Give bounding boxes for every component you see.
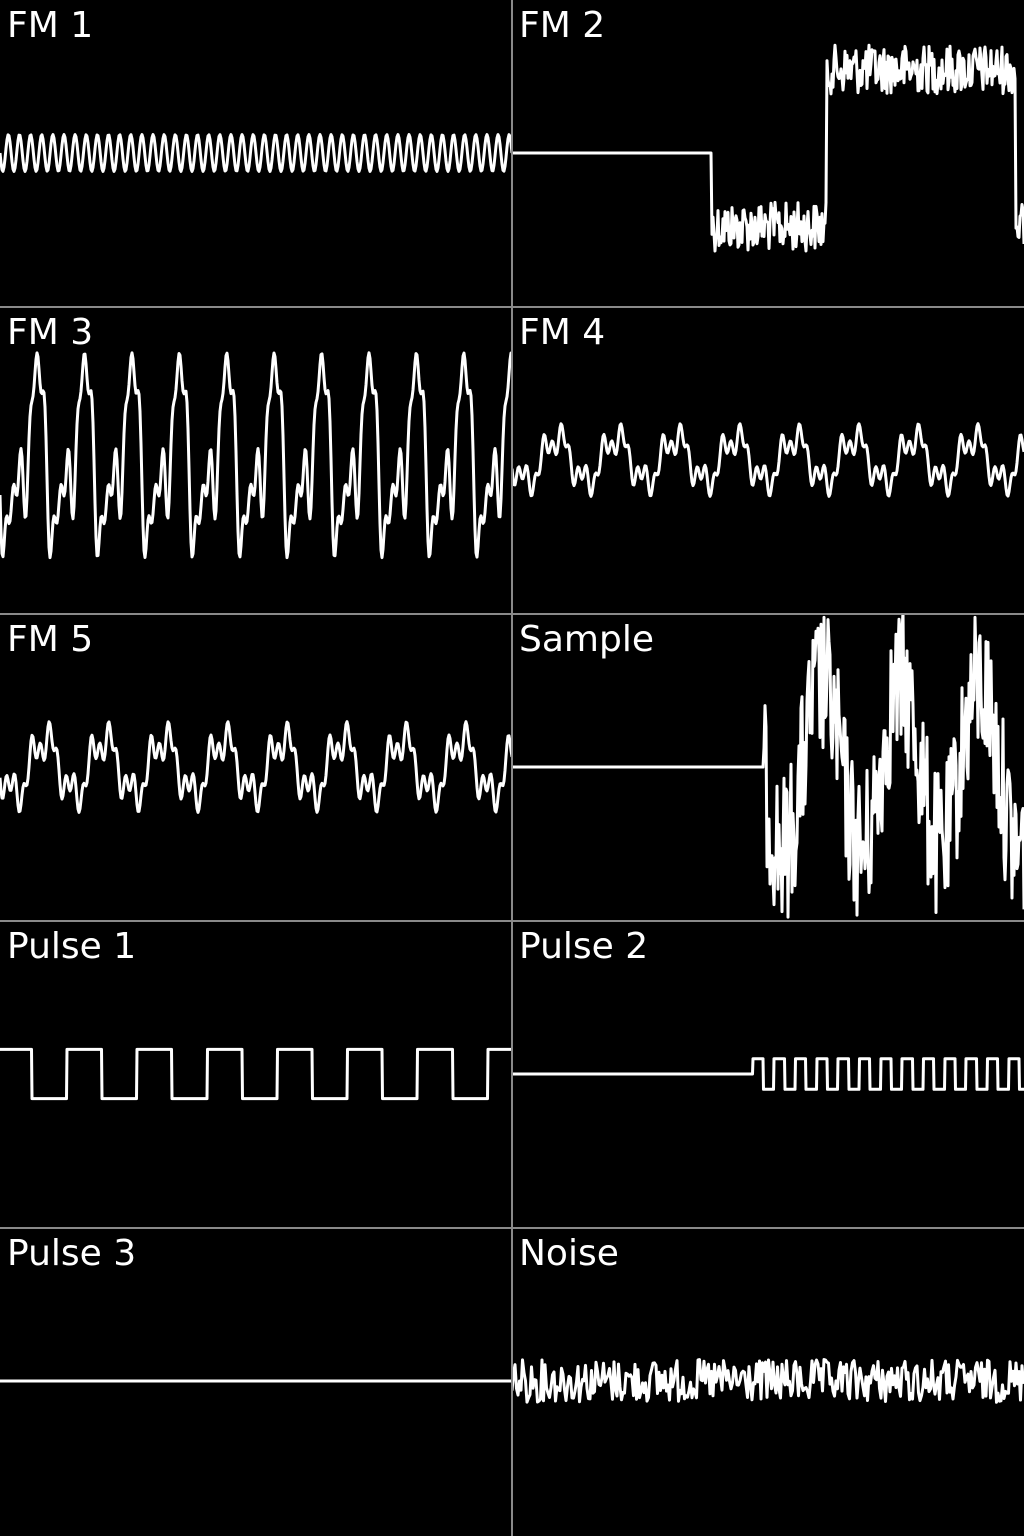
- channel-label: Noise: [519, 1233, 619, 1274]
- channel-label: Pulse 3: [7, 1233, 137, 1274]
- channel-fm-2: FM 2: [512, 0, 1024, 307]
- waveform-sample: [512, 614, 1024, 919]
- channel-label: FM 1: [7, 5, 94, 46]
- channel-label: FM 2: [519, 5, 606, 46]
- waveform-trace: [512, 43, 1024, 253]
- waveform-trace: [512, 614, 1024, 919]
- waveform-trace: [512, 1358, 1024, 1404]
- channel-label: Pulse 2: [519, 926, 649, 967]
- waveform-trace: [0, 351, 512, 560]
- channel-label: FM 4: [519, 312, 606, 353]
- grid-divider-vertical: [511, 0, 513, 1536]
- waveform-trace: [0, 133, 512, 173]
- channel-fm-3: FM 3: [0, 307, 512, 614]
- waveform-fm-2: [512, 43, 1024, 253]
- grid-divider-horizontal: [0, 306, 1024, 308]
- channel-pulse-3: Pulse 3: [0, 1228, 512, 1536]
- grid-divider-horizontal: [0, 1227, 1024, 1229]
- waveform-trace: [512, 422, 1024, 498]
- waveform-fm-4: [512, 422, 1024, 498]
- channel-sample: Sample: [512, 614, 1024, 921]
- channel-noise: Noise: [512, 1228, 1024, 1536]
- waveform-noise: [512, 1358, 1024, 1404]
- waveform-trace: [512, 1057, 1024, 1091]
- waveform-trace: [0, 1047, 512, 1101]
- waveform-fm-5: [0, 720, 512, 814]
- channel-label: FM 3: [7, 312, 94, 353]
- channel-label: FM 5: [7, 619, 94, 660]
- grid-divider-horizontal: [0, 920, 1024, 922]
- channel-pulse-1: Pulse 1: [0, 921, 512, 1228]
- channel-fm-1: FM 1: [0, 0, 512, 307]
- waveform-fm-1: [0, 133, 512, 173]
- waveform-pulse-2: [512, 1057, 1024, 1091]
- grid-divider-horizontal: [0, 613, 1024, 615]
- channel-pulse-2: Pulse 2: [512, 921, 1024, 1228]
- channel-fm-5: FM 5: [0, 614, 512, 921]
- channel-label: Sample: [519, 619, 654, 660]
- channel-fm-4: FM 4: [512, 307, 1024, 614]
- waveform-pulse-1: [0, 1047, 512, 1101]
- waveform-trace: [0, 720, 512, 814]
- waveform-pulse-3: [0, 1379, 512, 1383]
- waveform-fm-3: [0, 351, 512, 560]
- channel-label: Pulse 1: [7, 926, 137, 967]
